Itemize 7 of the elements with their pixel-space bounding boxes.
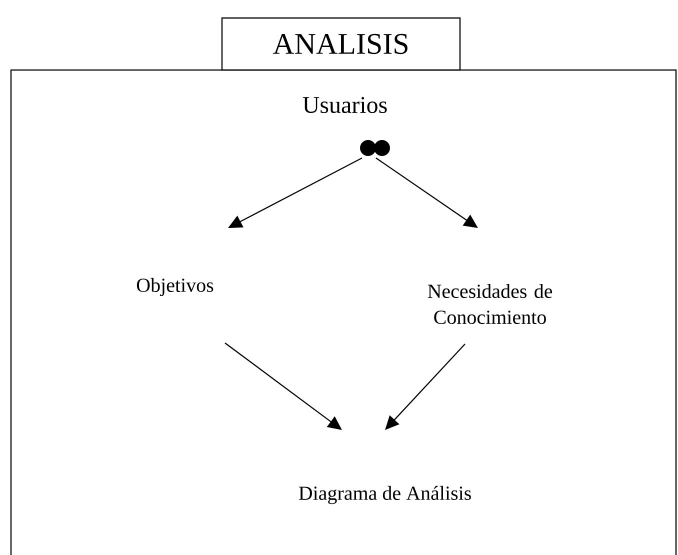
label-text: Objetivos xyxy=(136,278,214,296)
label-text: Diagrama de Análisis xyxy=(298,486,471,504)
label-text: Usuarios xyxy=(302,96,387,114)
dot xyxy=(360,140,376,156)
arrow xyxy=(385,344,466,430)
label-text: Necesidades de Conocimiento xyxy=(428,284,552,324)
dot xyxy=(374,140,390,156)
